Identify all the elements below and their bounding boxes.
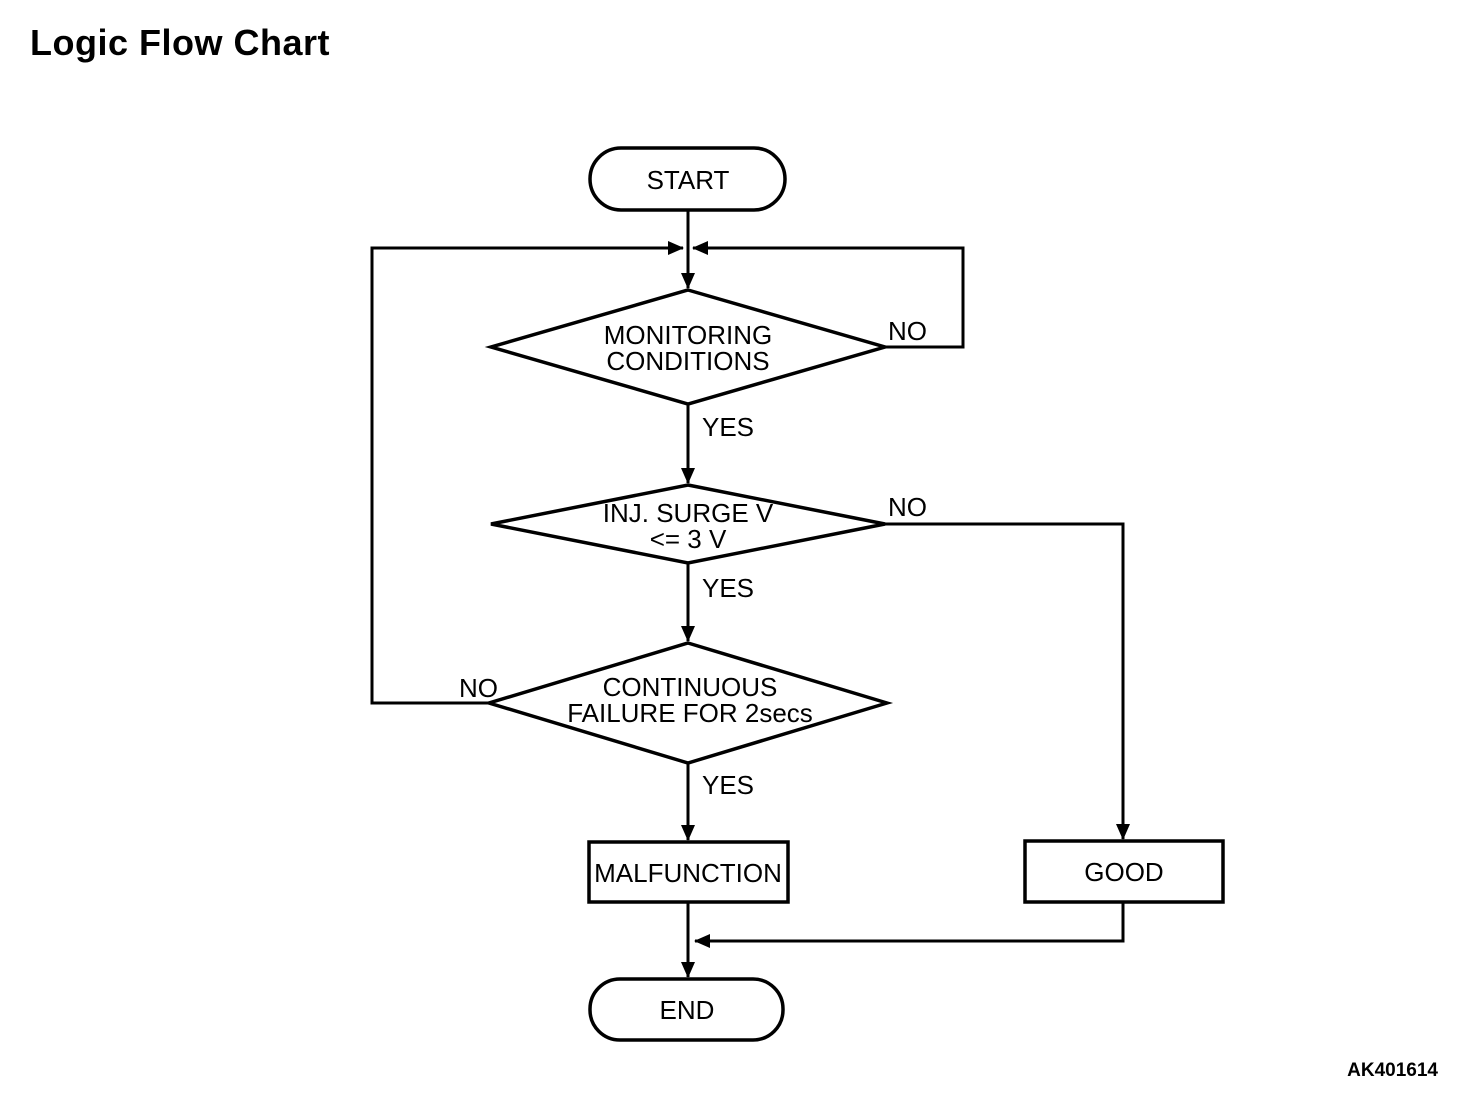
edge-label-inj-surge-no: NO bbox=[888, 492, 927, 522]
node-good-label: GOOD bbox=[1084, 857, 1163, 887]
edge-label-continuous-no: NO bbox=[459, 673, 498, 703]
edge-label-continuous-yes: YES bbox=[702, 770, 754, 800]
node-continuous-failure bbox=[482, 641, 894, 765]
edge-label-inj-surge-yes: YES bbox=[702, 573, 754, 603]
node-malfunction-label: MALFUNCTION bbox=[594, 858, 782, 888]
node-monitoring-label-line1: MONITORING bbox=[604, 320, 773, 350]
node-inj-surge-label-line2: <= 3 V bbox=[650, 524, 727, 554]
edge-good-to-end bbox=[694, 902, 1125, 948]
edge-label-monitoring-yes: YES bbox=[702, 412, 754, 442]
node-good bbox=[1023, 839, 1225, 904]
node-monitoring-label-line2: CONDITIONS bbox=[606, 346, 769, 376]
node-inj-surge-label-line1: INJ. SURGE V bbox=[603, 498, 774, 528]
node-monitoring-conditions bbox=[484, 288, 892, 406]
node-start-label: START bbox=[647, 165, 730, 195]
page-title: Logic Flow Chart bbox=[30, 22, 330, 63]
node-start bbox=[588, 146, 787, 212]
node-inj-surge bbox=[490, 483, 886, 565]
edge-label-monitoring-no: NO bbox=[888, 316, 927, 346]
edge-continuous-no-loop bbox=[370, 241, 684, 705]
node-end-label: END bbox=[660, 995, 715, 1025]
node-end bbox=[588, 977, 785, 1042]
node-malfunction bbox=[587, 840, 790, 904]
edge-inj-surge-no bbox=[885, 522, 1130, 840]
edge-monitoring-no-loop bbox=[692, 241, 965, 349]
figure-code: AK401614 bbox=[1347, 1060, 1438, 1081]
node-continuous-label-line1: CONTINUOUS bbox=[603, 672, 778, 702]
node-continuous-label-line2: FAILURE FOR 2secs bbox=[567, 698, 813, 728]
